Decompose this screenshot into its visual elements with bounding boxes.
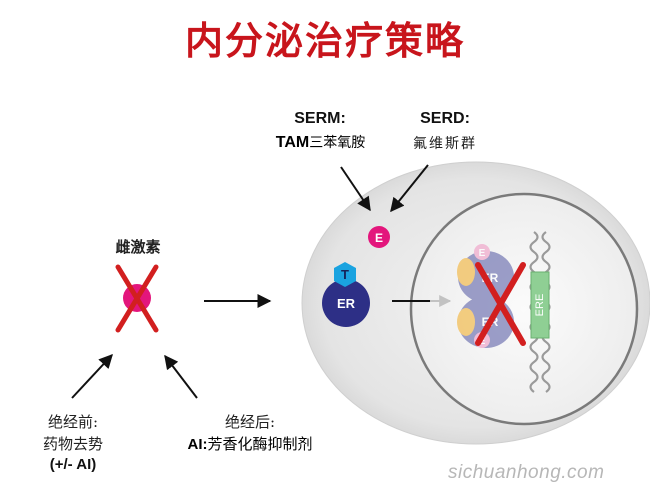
blocked-transcription-cross: [475, 262, 526, 346]
serd-drug-name: 氟维斯群: [413, 136, 477, 152]
ere-label: ERE: [534, 294, 546, 317]
postmenopausal-line-1: 绝经后:: [224, 413, 276, 431]
premenopausal-line-1: 绝经前:: [47, 413, 99, 431]
dimer-estrogen-label: E: [479, 248, 486, 259]
watermark: sichuanhong.com: [448, 462, 605, 483]
postmenopausal-arrow: [164, 354, 198, 399]
tamoxifen-label: T: [341, 267, 349, 282]
postmenopausal-ai-prefix: AI:: [187, 436, 208, 453]
serm-drug-prefix: TAM: [275, 134, 310, 151]
ere-box: [530, 271, 550, 339]
tamoxifen-marker: [334, 262, 356, 287]
receptor-label: ER: [337, 296, 356, 311]
postmenopausal-drug-name: 芳香化酶抑制剂: [207, 435, 313, 453]
free-estrogen: [368, 226, 390, 248]
premenopausal-arrow: [71, 353, 113, 399]
serm-drug: TAM三苯氧胺: [248, 132, 393, 152]
estrogen-blocked-cross: [115, 264, 159, 333]
free-estrogen-label: E: [375, 231, 383, 245]
cell-nucleus: [409, 192, 639, 426]
serm-heading: SERM:: [294, 110, 346, 127]
serm-arrow: [340, 166, 371, 212]
premenopausal-line-3: (+/- AI): [49, 456, 97, 473]
estrogen-receptor: [322, 279, 370, 327]
estrogen-label: 雌激素: [115, 238, 161, 256]
serd-arrow: [390, 164, 429, 213]
serd-heading: SERD:: [420, 110, 470, 127]
premenopausal-line-2: 药物去势: [42, 435, 103, 453]
postmenopausal-line-2: AI:芳香化酶抑制剂: [150, 433, 350, 454]
serm-drug-name: 三苯氧胺: [309, 135, 366, 151]
page-title: 内分泌治疗策略: [184, 18, 465, 63]
